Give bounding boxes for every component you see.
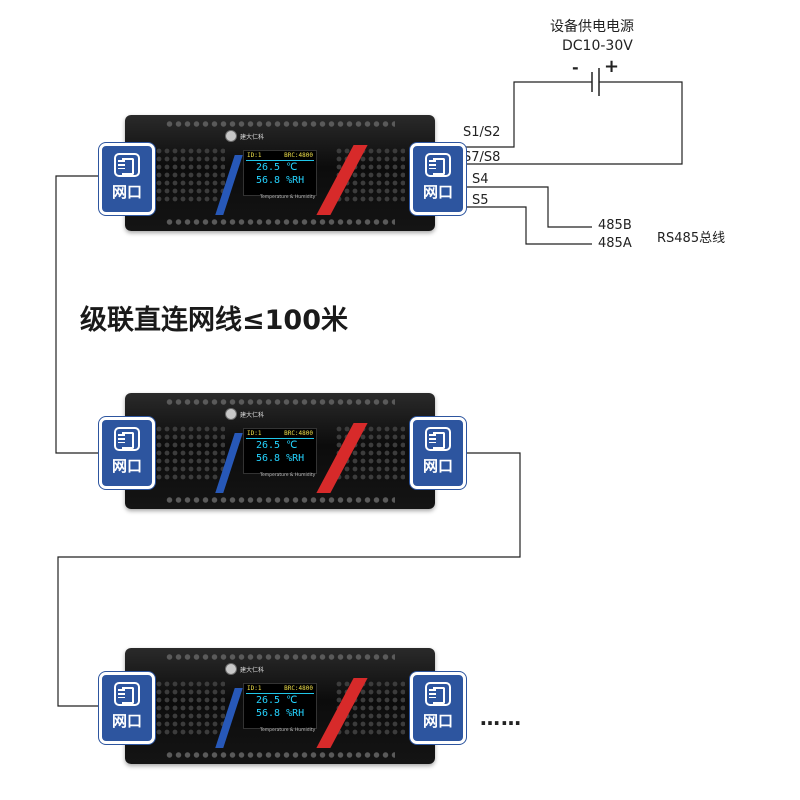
brand-logo: 建大仁科: [225, 405, 285, 423]
display-id: ID:1: [247, 430, 262, 437]
device-display: ID:1 BRC:4800 26.5 ℃ 56.8 %RH: [243, 683, 317, 729]
ethernet-port-left-2[interactable]: 网口: [99, 417, 155, 489]
wire-cascade-1: [55, 175, 103, 454]
speaker-grille-left: [155, 425, 225, 481]
port-label: 网口: [422, 712, 453, 730]
sensor-device-3: 建大仁科 ID:1 BRC:4800 26.5 ℃ 56.8 %RH Tempe…: [125, 648, 435, 764]
terminal-s1s2: S1/S2: [463, 125, 501, 140]
ethernet-port-right-3[interactable]: 网口: [410, 672, 466, 744]
display-humidity: 56.8 %RH: [256, 453, 305, 464]
label-rs485-bus: RS485总线: [657, 231, 726, 246]
sensor-device-1: 建大仁科 ID:1 BRC:4800 26.5 ℃ 56.8 %RH Tempe…: [125, 115, 435, 231]
ethernet-port-right-1[interactable]: 网口: [410, 143, 466, 215]
logo-icon: [225, 408, 237, 420]
speaker-grille-left: [155, 680, 225, 736]
power-supply-voltage: DC10-30V: [562, 38, 633, 54]
wire-power-negative: [463, 81, 592, 148]
brand-logo: 建大仁科: [225, 660, 285, 678]
device-display: ID:1 BRC:4800 26.5 ℃ 56.8 %RH: [243, 150, 317, 196]
device-caption: Temperature & Humidity: [260, 195, 316, 200]
device-caption: Temperature & Humidity: [260, 728, 316, 733]
cascade-cable-label: 级联直连网线≤100米: [80, 305, 348, 336]
ethernet-port-icon: [425, 153, 451, 177]
label-485b: 485B: [598, 218, 632, 233]
brand-logo: 建大仁科: [225, 127, 285, 145]
terminal-s7s8: S7/S8: [463, 150, 501, 165]
wire-power-positive: [463, 81, 683, 165]
port-label: 网口: [422, 457, 453, 475]
ethernet-port-icon: [114, 682, 140, 706]
ethernet-port-icon: [425, 682, 451, 706]
display-baud: BRC:4800: [284, 152, 313, 159]
display-humidity: 56.8 %RH: [256, 708, 305, 719]
wire-cascade-2: [57, 452, 521, 707]
ethernet-port-left-1[interactable]: 网口: [99, 143, 155, 215]
display-baud: BRC:4800: [284, 685, 313, 692]
display-temperature: 26.5 ℃: [256, 695, 298, 706]
ethernet-port-icon: [114, 427, 140, 451]
logo-icon: [225, 663, 237, 675]
display-temperature: 26.5 ℃: [256, 162, 298, 173]
display-baud: BRC:4800: [284, 430, 313, 437]
continuation-dots: ……: [480, 706, 522, 730]
port-label: 网口: [111, 712, 142, 730]
port-label: 网口: [111, 457, 142, 475]
display-id: ID:1: [247, 152, 262, 159]
power-supply-title: 设备供电电源: [550, 19, 634, 35]
ethernet-port-icon: [425, 427, 451, 451]
ethernet-port-left-3[interactable]: 网口: [99, 672, 155, 744]
ethernet-port-right-2[interactable]: 网口: [410, 417, 466, 489]
display-temperature: 26.5 ℃: [256, 440, 298, 451]
terminal-s5: S5: [472, 193, 489, 208]
power-plus-label: +: [604, 56, 620, 77]
logo-icon: [225, 130, 237, 142]
wire-485a: [463, 206, 592, 245]
label-485a: 485A: [598, 236, 632, 251]
speaker-grille-left: [155, 147, 225, 203]
battery-icon: [591, 68, 600, 96]
display-humidity: 56.8 %RH: [256, 175, 305, 186]
ethernet-port-icon: [114, 153, 140, 177]
device-caption: Temperature & Humidity: [260, 473, 316, 478]
device-display: ID:1 BRC:4800 26.5 ℃ 56.8 %RH: [243, 428, 317, 474]
power-minus-label: -: [572, 58, 579, 77]
port-label: 网口: [111, 183, 142, 201]
sensor-device-2: 建大仁科 ID:1 BRC:4800 26.5 ℃ 56.8 %RH Tempe…: [125, 393, 435, 509]
display-id: ID:1: [247, 685, 262, 692]
port-label: 网口: [422, 183, 453, 201]
wire-485b: [463, 186, 592, 228]
terminal-s4: S4: [472, 172, 489, 187]
